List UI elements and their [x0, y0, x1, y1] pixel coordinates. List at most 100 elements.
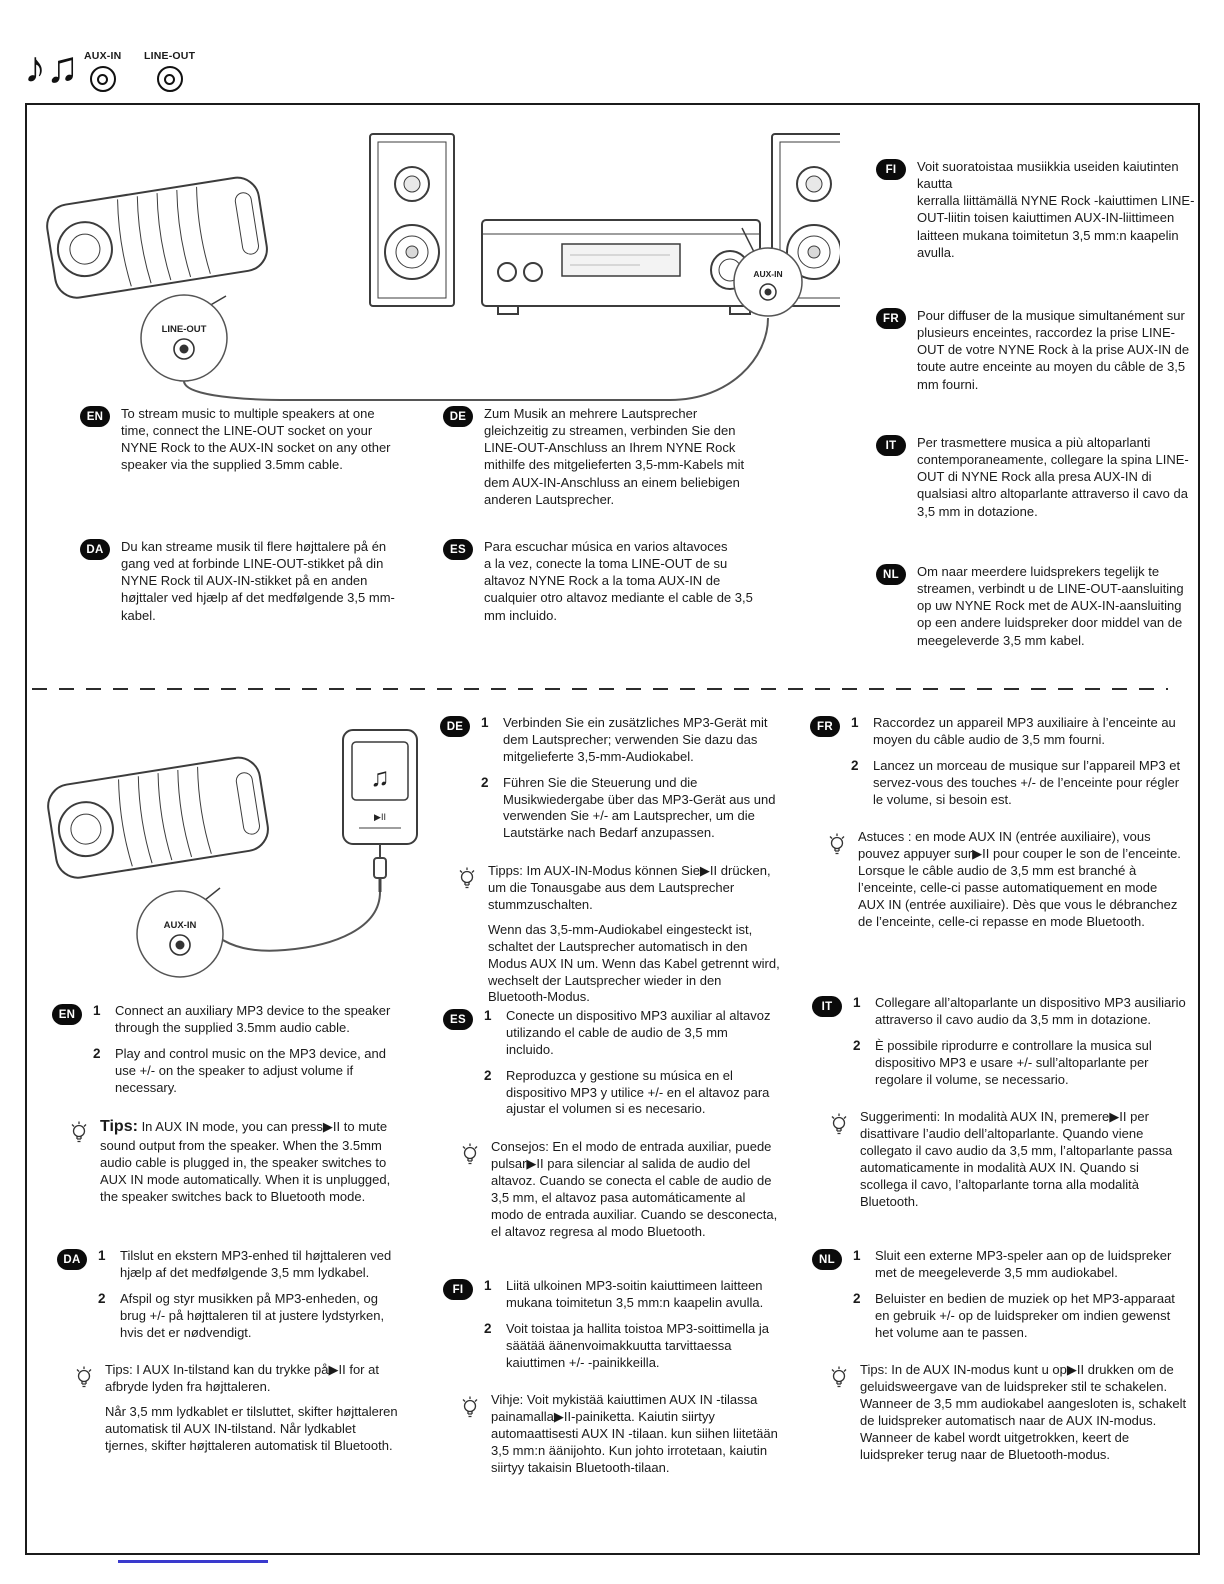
step-number: 2	[484, 1067, 492, 1083]
s1-block-es: ES Para escuchar música en varios altavo…	[443, 538, 763, 624]
tip-bulb-icon	[457, 865, 479, 1014]
tip-bulb-icon	[829, 1111, 851, 1218]
line-out-jack-icon	[156, 66, 183, 92]
line-out-header-label: LINE-OUT	[144, 50, 196, 62]
lang-badge-fi: FI	[443, 1279, 473, 1300]
auxin-callout-circle	[136, 890, 224, 978]
tower-speaker-left	[369, 133, 455, 307]
nyne-rock-speaker	[46, 176, 268, 299]
illustration-auxin-setup: ♫ ▶II AUX-IN	[47, 729, 418, 978]
lang-badge-en: EN	[52, 1004, 82, 1025]
step-number: 1	[481, 715, 489, 730]
step-number: 2	[93, 1045, 101, 1061]
step-number: 1	[853, 1248, 861, 1263]
lineout-callout-label: LINE-OUT	[162, 324, 207, 335]
tip-text: Suggerimenti: In modalità AUX IN, premer…	[860, 1109, 1173, 1209]
lang-badge-fr: FR	[876, 308, 906, 329]
tip-bulb-icon	[69, 1119, 91, 1213]
receiver-display	[561, 243, 681, 277]
tip-text: Tipps: Im AUX-IN-Modus können Sie▶II drü…	[488, 863, 771, 913]
step-text: Connect an auxiliary MP3 device to the s…	[115, 1003, 391, 1035]
s1-text-fr: Pour diffuser de la musique simultanémen…	[917, 308, 1190, 392]
s1-block-nl: NL Om naar meerdere luidsprekers tegelij…	[876, 563, 1202, 649]
tip-text: Vihje: Voit mykistää kaiuttimen AUX IN -…	[491, 1392, 778, 1476]
s1-text-es: Para escuchar música en varios altavoces…	[484, 539, 753, 623]
lang-badge-de: DE	[440, 716, 470, 737]
auxin-jack-icon	[759, 283, 777, 301]
lang-badge-nl: NL	[876, 564, 906, 585]
line-out-header: LINE-OUT	[144, 50, 195, 92]
aux-in-jack-inner	[97, 73, 109, 85]
step-number: 1	[484, 1278, 492, 1293]
step-text: Tilslut en ekstern MP3-enhed til højttal…	[120, 1248, 392, 1280]
tip-text: Consejos: En el modo de entrada auxiliar…	[491, 1139, 778, 1239]
mp3-playpause-icon: ▶II	[374, 812, 386, 822]
tip-text: Wenn das 3,5-mm-Audiokabel eingesteckt i…	[488, 921, 780, 1005]
line-out-jack-inner	[164, 73, 176, 85]
lang-badge-da: DA	[57, 1249, 87, 1270]
lang-badge-da: DA	[80, 539, 110, 560]
illustration-lineout-setup: LINE-OUT AUX-IN	[46, 133, 840, 401]
lineout-callout-circle	[140, 294, 228, 382]
nyne-rock-speaker	[47, 756, 269, 879]
s1-text-fi: Voit suoratoistaa musiikkia useiden kaiu…	[917, 159, 1195, 260]
s2-block-es: ES 1 Conecte un dispositivo MP3 auxiliar …	[443, 1008, 785, 1249]
lineout-jack-icon	[173, 338, 195, 360]
s2-block-da: DA 1 Tilslut en ekstern MP3-enhed til høj…	[57, 1248, 409, 1463]
step-text: Beluister en bedien de muziek op het MP3…	[875, 1290, 1175, 1340]
step-text: Sluit een externe MP3-speler aan op de l…	[875, 1248, 1172, 1280]
step-text: Verbinden Sie ein zusätzliches MP3-Gerät…	[503, 715, 768, 764]
tip-bulb-icon	[74, 1364, 96, 1462]
lang-badge-fr: FR	[810, 716, 840, 737]
lang-badge-nl: NL	[812, 1249, 842, 1270]
tip-text: Tips: In de AUX IN-modus kunt u op▶II dr…	[860, 1362, 1187, 1462]
music-notes-icon: ♪♫	[24, 46, 79, 90]
lang-badge-es: ES	[443, 539, 473, 560]
mp3-screen-music-notes-icon: ♫	[370, 762, 390, 792]
step-number: 2	[851, 757, 859, 773]
footer-link-underline[interactable]	[118, 1560, 268, 1563]
tip-bulb-icon	[829, 1364, 851, 1471]
tip-text: Tips: In AUX IN mode, you can press▶II t…	[100, 1117, 393, 1205]
step-number: 1	[484, 1008, 492, 1023]
step-number: 2	[484, 1320, 492, 1336]
s1-text-nl: Om naar meerdere luidsprekers tegelijk t…	[917, 564, 1184, 648]
lang-badge-de: DE	[443, 406, 473, 427]
step-number: 2	[853, 1037, 861, 1053]
tips-heading: Tips:	[100, 1118, 138, 1136]
step-text: Conecte un dispositivo MP3 auxiliar al a…	[506, 1008, 771, 1057]
lang-badge-es: ES	[443, 1009, 473, 1030]
tip-text: Astuces : en mode AUX IN (entrée auxilia…	[858, 829, 1181, 929]
audio-plug	[373, 857, 387, 879]
tip-text: Når 3,5 mm lydkablet er tilsluttet, skif…	[105, 1404, 398, 1454]
step-text: Play and control music on the MP3 device…	[115, 1045, 386, 1095]
tip-bulb-icon	[827, 831, 849, 938]
step-number: 2	[481, 774, 489, 790]
s1-text-da: Du kan streame musik til flere højttaler…	[121, 539, 395, 623]
step-text: Reproduzca y gestione su música en el di…	[506, 1067, 770, 1117]
aux-in-header-label: AUX-IN	[84, 50, 122, 62]
step-text: Lancez un morceau de musique sur l’appar…	[873, 757, 1181, 807]
lang-badge-en: EN	[80, 406, 110, 427]
s2-block-de: DE 1 Verbinden Sie ein zusätzliches MP3-G…	[440, 715, 792, 1014]
s1-text-it: Per trasmettere musica a più altoparlant…	[917, 435, 1189, 519]
auxin-callout-circle	[733, 247, 803, 317]
lang-badge-fi: FI	[876, 159, 906, 180]
s1-block-de: DE Zum Musik an mehrere Lautsprecher gle…	[443, 405, 773, 508]
step-text: Raccordez un appareil MP3 auxiliaire à l…	[873, 715, 1176, 747]
step-number: 1	[853, 995, 861, 1010]
music-notes-glyph: ♪♫	[24, 43, 79, 92]
step-number: 1	[98, 1248, 106, 1263]
step-text: Voit toistaa ja hallita toistoa MP3-soit…	[506, 1320, 770, 1370]
lang-badge-it: IT	[876, 435, 906, 456]
s1-text-de: Zum Musik an mehrere Lautsprecher gleich…	[484, 406, 745, 507]
audio-cable	[183, 317, 769, 401]
auxin-jack-icon	[169, 934, 191, 956]
s2-block-nl: NL 1 Sluit een externe MP3-speler aan op …	[812, 1248, 1194, 1472]
step-text: Liitä ulkoinen MP3-soitin kaiuttimeen la…	[506, 1278, 764, 1310]
auxin-callout-label: AUX-IN	[753, 269, 782, 279]
step-text: Collegare all’altoparlante un dispositiv…	[875, 995, 1186, 1027]
